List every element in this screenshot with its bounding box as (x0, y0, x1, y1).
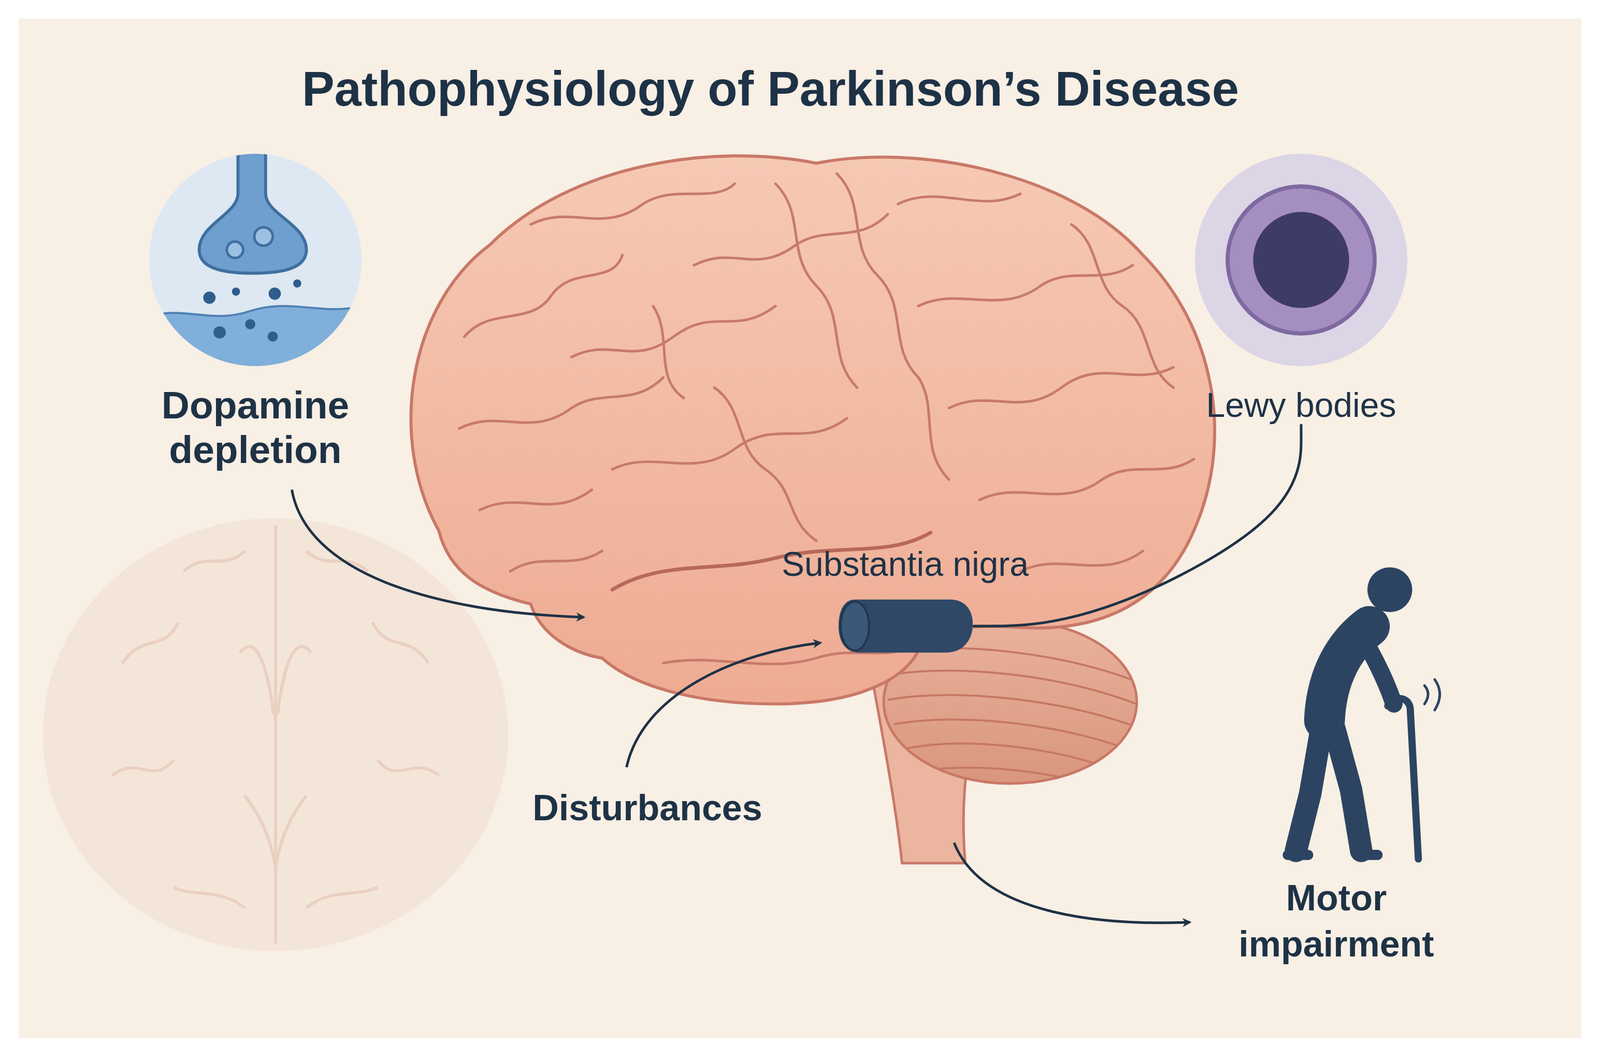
cane (1387, 698, 1419, 860)
nigra-body (838, 599, 973, 653)
node-label: Substantia nigra (781, 544, 1029, 585)
dopamine-dot (244, 319, 256, 330)
figure-legs (1295, 722, 1362, 852)
label-text: Motor impairment (1214, 875, 1459, 968)
ghost-brain-slice (42, 518, 509, 951)
node-shape (148, 152, 363, 368)
lewy-core (1252, 211, 1349, 308)
dopamine-dot (293, 279, 302, 288)
substantia-nigra: Substantia nigra (836, 595, 974, 657)
dopamine-dot (268, 287, 282, 300)
lewy-halo (1227, 186, 1375, 334)
icon-circle (1194, 153, 1408, 367)
dopamine-dot (213, 326, 226, 339)
figure-feet (1287, 849, 1378, 861)
nigra-end (840, 601, 870, 651)
figure-head (1367, 567, 1413, 613)
cerebellum-folia (885, 648, 1137, 786)
node-shape (836, 595, 974, 657)
dopamine-dot (267, 331, 279, 342)
connector-line (973, 425, 1302, 627)
cortex-gyri (459, 173, 1194, 665)
node-label: Dopamine depletion (148, 382, 363, 473)
vesicle (254, 227, 273, 246)
vesicle (226, 241, 244, 259)
label-text: Disturbances (502, 785, 793, 832)
figure-arm (1363, 638, 1394, 704)
lewy-body-icon (1193, 152, 1409, 368)
dopamine-dot (232, 287, 241, 296)
leader-arrow (626, 642, 821, 768)
nigra-blob (836, 595, 974, 657)
node-shape (1193, 152, 1409, 368)
synapse-icon (148, 152, 363, 368)
presynaptic-terminal (199, 152, 307, 274)
diagram-title: Pathophysiology of Parkinson’s Disease (0, 61, 1541, 118)
dopamine-circle: Dopamine depletion (148, 152, 363, 473)
node-label: Lewy bodies (1193, 385, 1409, 426)
tremor-marks (1424, 679, 1440, 711)
cerebrum (410, 155, 1215, 704)
leader-arrow (954, 842, 1190, 924)
leader-arrow (291, 489, 584, 618)
postsynaptic-membrane (148, 306, 363, 368)
dopamine-dot (203, 291, 216, 305)
lewy-body-circle: Lewy bodies (1193, 152, 1409, 426)
ghost-slice-folds (112, 525, 439, 945)
